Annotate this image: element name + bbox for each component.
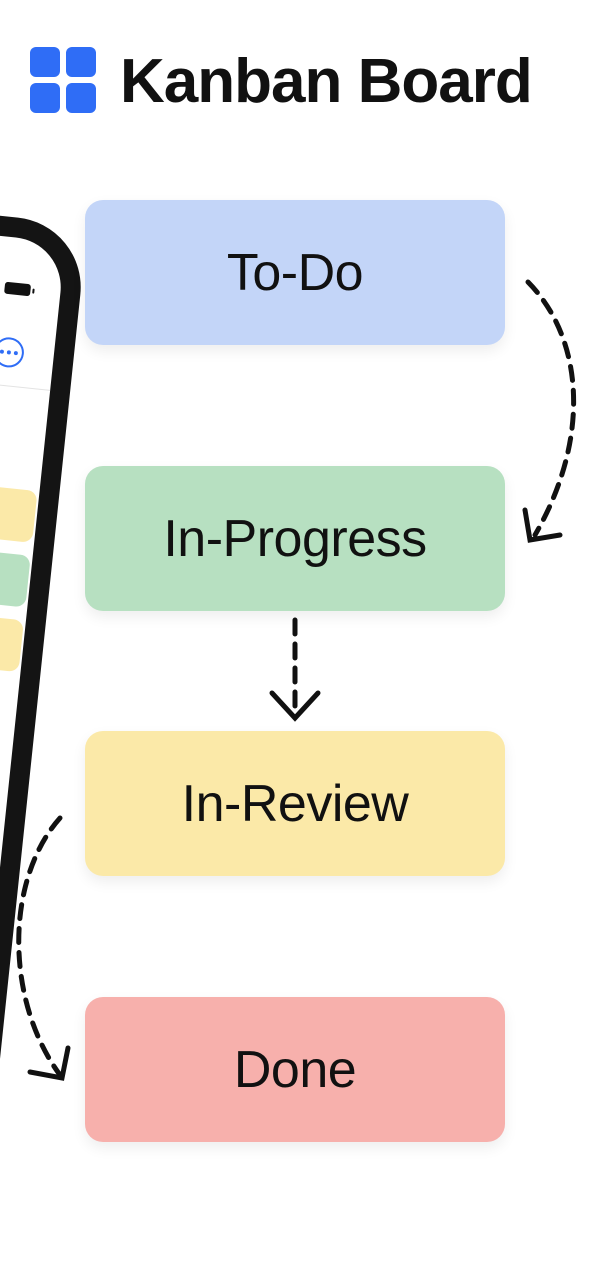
arrow-review-to-done — [16, 815, 71, 1081]
phone-nav-bar — [0, 291, 57, 391]
column-label: In-Progress — [163, 509, 427, 568]
column-done[interactable]: Done — [85, 997, 505, 1142]
column-label: To-Do — [226, 243, 364, 302]
column-todo[interactable]: To-Do — [85, 200, 505, 345]
page-title: Kanban Board — [120, 46, 533, 116]
status-bar — [0, 276, 32, 298]
phone-mockup — [0, 180, 88, 1220]
column-label: Done — [233, 1040, 357, 1099]
mini-card[interactable] — [0, 543, 31, 608]
column-in-progress[interactable]: In-Progress — [85, 466, 505, 611]
column-label: In-Review — [181, 774, 409, 833]
more-options-icon[interactable] — [0, 335, 26, 369]
app-header: Kanban Board — [30, 46, 533, 116]
mini-card[interactable] — [0, 607, 24, 673]
arrow-progress-to-review — [269, 617, 321, 722]
grid-logo-icon — [30, 47, 98, 115]
battery-icon — [4, 281, 32, 297]
arrow-todo-to-progress — [522, 279, 576, 543]
mini-card[interactable] — [0, 478, 38, 543]
column-in-review[interactable]: In-Review — [85, 731, 505, 876]
